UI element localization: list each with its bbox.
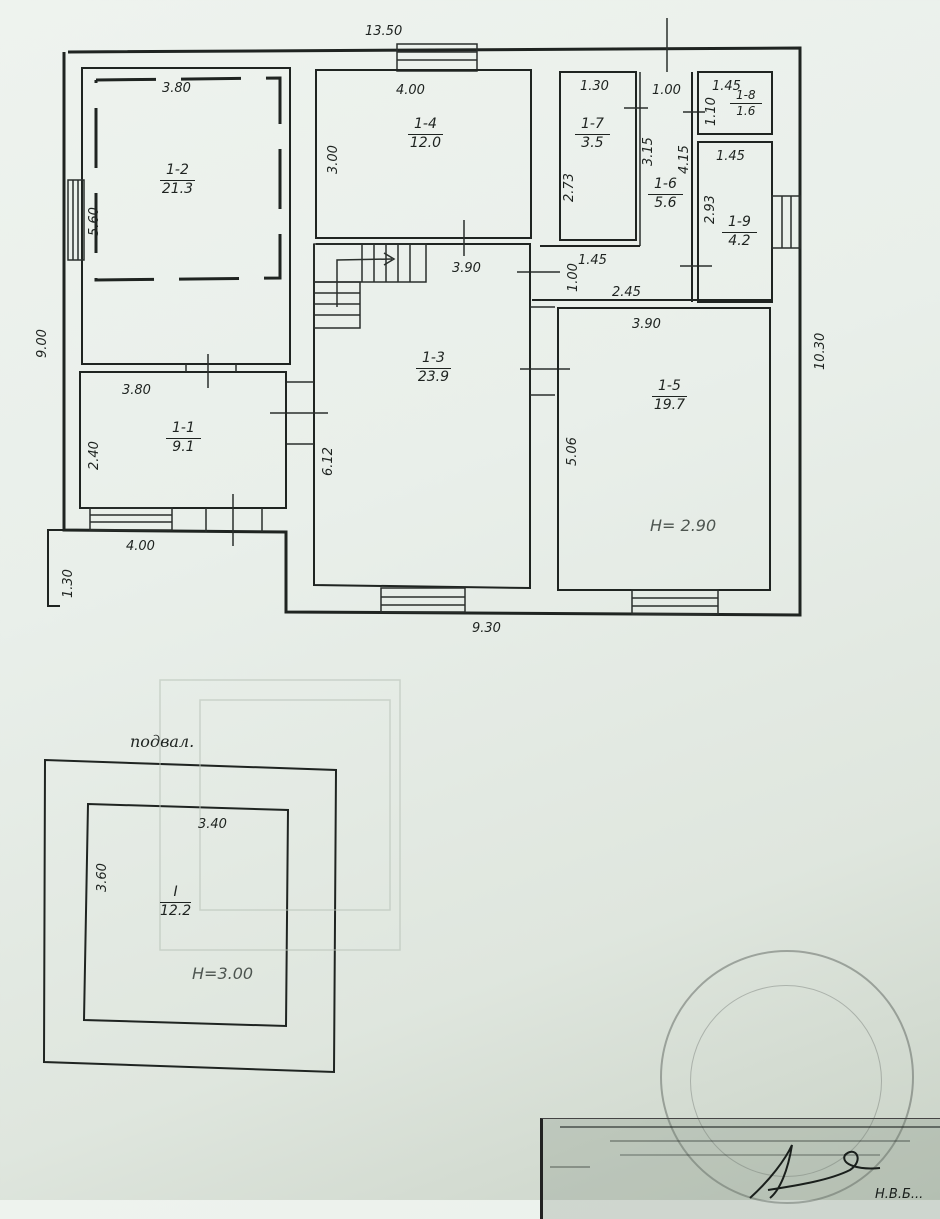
- room-area: 4.2: [728, 232, 751, 249]
- room-1-3-label: 1-3 23.9: [416, 350, 451, 386]
- room-id: I: [160, 884, 192, 903]
- signature: Н.В.Б...: [749, 1144, 923, 1200]
- dim-1-4-height: 3.00: [326, 145, 341, 174]
- window-bottom-1-1: [89, 507, 173, 531]
- signature-initials: Н.В.Б...: [875, 1187, 923, 1200]
- room-id: 1-1: [166, 420, 201, 439]
- dim-1-9-width: 1.45: [716, 149, 745, 164]
- room-1-9-label: 1-9 4.2: [722, 214, 757, 250]
- ceiling-height-main: H= 2.90: [650, 516, 717, 535]
- dim-1-6-lower-height: 1.00: [566, 263, 581, 292]
- room-1-8-label: 1-8 1.6: [730, 88, 762, 119]
- dim-porch-width: 4.00: [126, 539, 155, 554]
- dim-bottom-width: 9.30: [472, 621, 501, 636]
- room-area: 12.0: [409, 134, 442, 151]
- room-1-3-walls: [313, 244, 531, 590]
- room-1-4-walls: [315, 69, 532, 239]
- dim-1-5-width: 3.90: [632, 317, 661, 332]
- room-area: 19.7: [653, 396, 686, 413]
- dim-1-9-height: 2.93: [703, 195, 718, 224]
- dim-1-7-width: 1.30: [580, 79, 609, 94]
- room-id: 1-9: [722, 214, 757, 233]
- room-id: 1-8: [730, 88, 762, 104]
- room-1-2-walls: [81, 67, 291, 365]
- dim-1-6-height-a: 3.15: [641, 137, 656, 166]
- dim-1-5-height: 5.06: [565, 437, 580, 466]
- dim-1-1-width: 3.80: [122, 383, 151, 398]
- stamp-line: [620, 1154, 880, 1156]
- stamp-line: [560, 1126, 940, 1128]
- window-bottom-1-3: [380, 587, 466, 613]
- room-area: 21.3: [161, 180, 194, 197]
- dim-right-height: 10.30: [813, 332, 828, 370]
- dim-1-8-width: 1.45: [712, 79, 741, 94]
- window-bottom-1-5: [631, 589, 719, 615]
- staircase: [313, 243, 427, 329]
- room-1-5-label: 1-5 19.7: [652, 378, 687, 414]
- basement-caption: подвал.: [130, 732, 195, 751]
- dim-1-3-height: 6.12: [321, 447, 336, 476]
- dim-porch-depth: 1.30: [61, 569, 76, 598]
- room-id: 1-4: [408, 116, 443, 135]
- room-1-2-label: 1-2 21.3: [160, 162, 195, 198]
- room-id: 1-3: [416, 350, 451, 369]
- stamp-line: [550, 1166, 590, 1168]
- dim-1-2-height: 5.60: [87, 207, 102, 236]
- room-area: 3.5: [581, 134, 604, 151]
- basement-room-label: I 12.2: [160, 884, 192, 920]
- window-right: [771, 195, 801, 249]
- room-1-1-walls: [79, 371, 287, 509]
- room-area: 5.6: [654, 194, 677, 211]
- dim-1-8-height: 1.10: [704, 97, 719, 126]
- dim-basement-height: 3.60: [95, 863, 110, 892]
- room-area: 12.2: [160, 902, 192, 919]
- room-1-1-label: 1-1 9.1: [166, 420, 201, 456]
- dim-1-7-height: 2.73: [562, 173, 577, 202]
- ceiling-height-basement: H=3.00: [192, 964, 254, 983]
- room-id: 1-6: [648, 176, 683, 195]
- porch-edge: [47, 529, 64, 607]
- dim-1-3-width: 3.90: [452, 261, 481, 276]
- room-1-6-label: 1-6 5.6: [648, 176, 683, 212]
- stamp-line: [610, 1140, 910, 1142]
- window-top: [396, 43, 478, 72]
- dim-left-height: 9.00: [35, 329, 50, 358]
- basement-room-walls: [82, 802, 290, 1028]
- room-1-4-label: 1-4 12.0: [408, 116, 443, 152]
- official-seal-inner-ring: [690, 985, 882, 1177]
- dim-1-6-lower-width-a: 1.45: [578, 253, 607, 268]
- room-area: 1.6: [736, 104, 756, 118]
- dim-1-6-lower-width-b: 2.45: [612, 285, 641, 300]
- room-id: 1-5: [652, 378, 687, 397]
- dim-basement-width: 3.40: [198, 817, 227, 832]
- window-left: [67, 179, 85, 261]
- dim-1-1-height: 2.40: [87, 441, 102, 470]
- room-id: 1-7: [575, 116, 610, 135]
- room-1-8-walls: [697, 71, 773, 135]
- dim-1-4-width: 4.00: [396, 83, 425, 98]
- room-area: 23.9: [417, 368, 450, 385]
- dim-1-6-width: 1.00: [652, 83, 681, 98]
- basement-outer-wall: [42, 758, 338, 1074]
- room-1-7-label: 1-7 3.5: [575, 116, 610, 152]
- room-1-7-walls: [559, 71, 637, 241]
- room-id: 1-2: [160, 162, 195, 181]
- dim-1-6-height-b: 4.15: [677, 145, 692, 174]
- dim-1-2-width: 3.80: [162, 81, 191, 96]
- room-1-5-walls: [557, 307, 771, 591]
- room-area: 9.1: [172, 438, 195, 455]
- dim-top-width: 13.50: [365, 24, 403, 39]
